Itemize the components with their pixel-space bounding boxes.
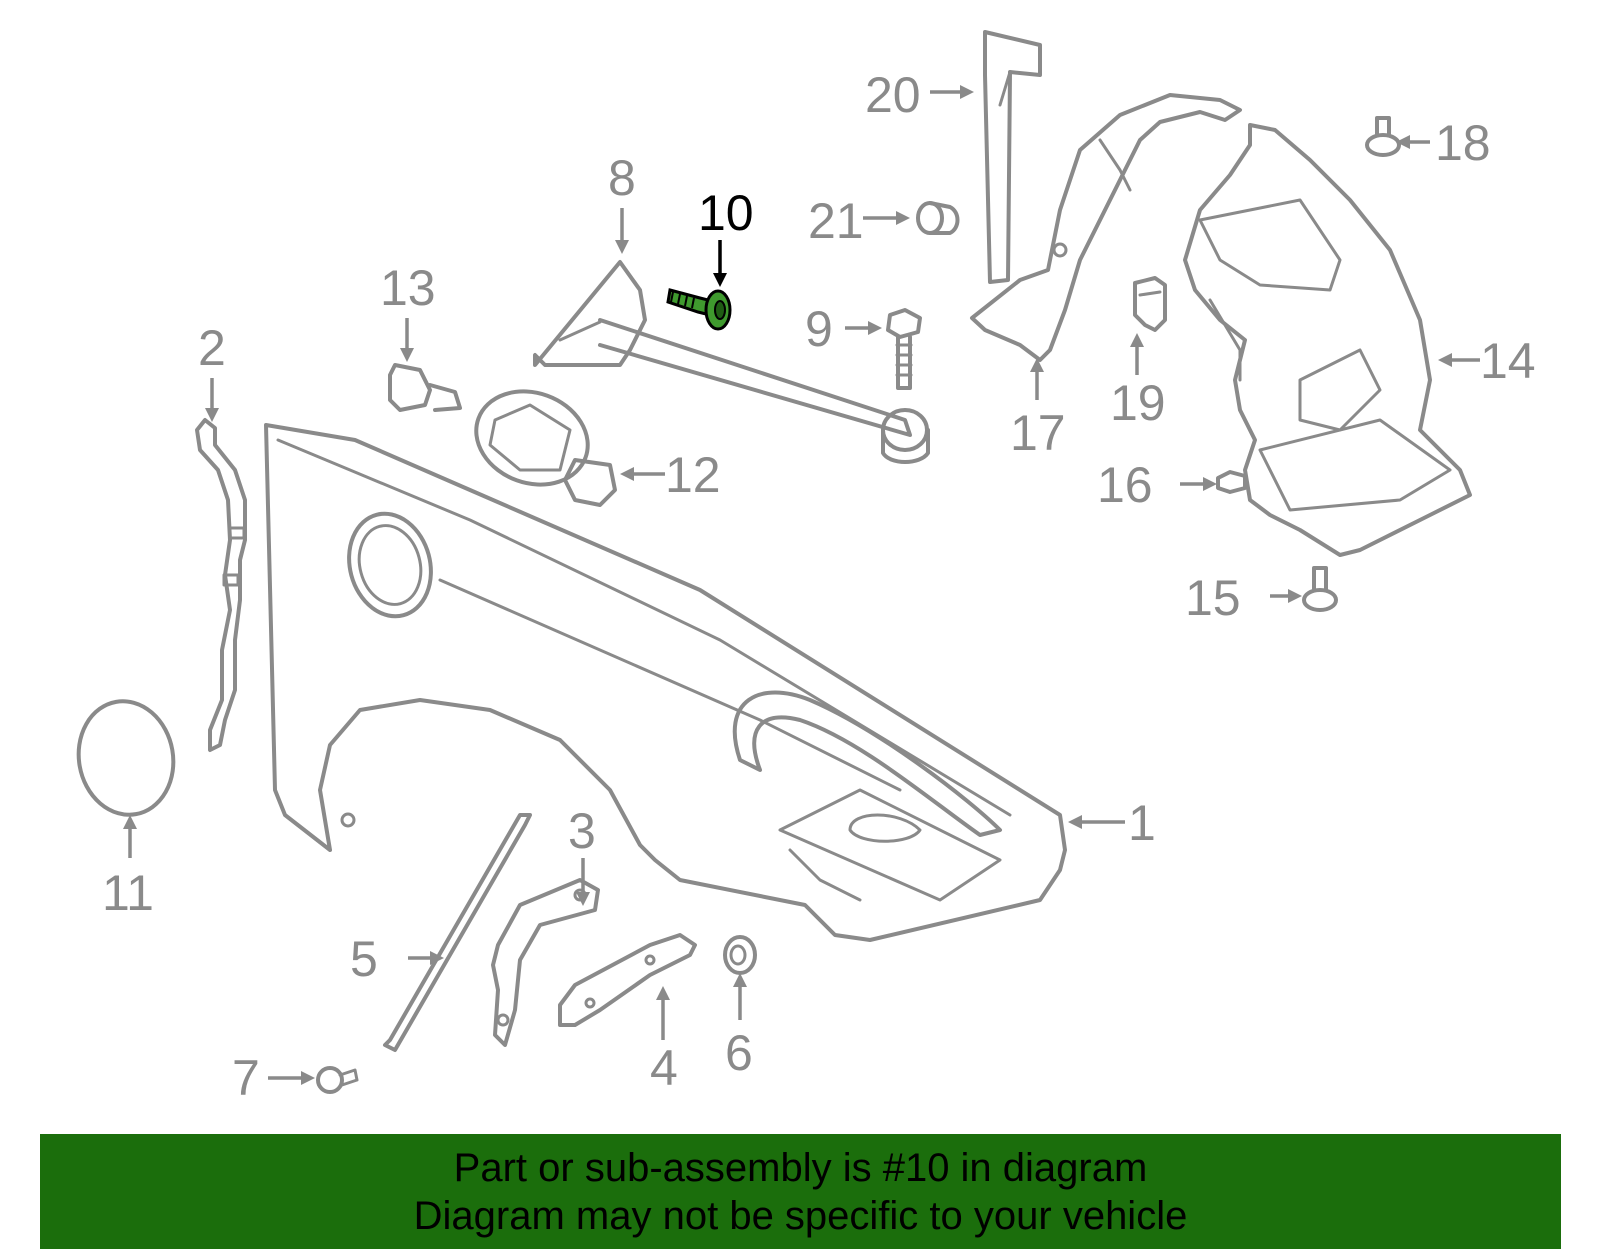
part-7-clip[interactable] [316,1066,359,1094]
part-21-grommet[interactable] [916,201,960,235]
callout-label-13: 13 [380,260,436,316]
callout-label-12: 12 [665,447,721,503]
callout-16: 16 [1097,457,1217,513]
callout-20: 20 [865,67,974,123]
callout-1: 1 [1068,795,1156,851]
callout-19: 19 [1110,333,1166,431]
callout-4: 4 [650,986,678,1096]
part-2-seal[interactable] [195,418,247,752]
callout-label-6: 6 [725,1025,753,1081]
callout-7: 7 [232,1050,315,1106]
part-20-seal[interactable] [983,30,1042,284]
banner-line-1: Part or sub-assembly is #10 in diagram [453,1145,1148,1190]
part-8-brace[interactable] [533,260,930,464]
callout-13: 13 [380,260,436,362]
callout-10: 10 [698,185,754,287]
callout-label-10: 10 [698,185,754,241]
callout-label-11: 11 [102,865,154,921]
callout-15: 15 [1185,570,1302,626]
callout-label-2: 2 [198,320,226,376]
banner-line-2: Diagram may not be specific to your vehi… [413,1193,1188,1238]
callout-12: 12 [620,447,721,503]
callout-label-7: 7 [232,1050,260,1106]
part-1-fender[interactable] [264,423,1067,942]
callout-label-17: 17 [1010,405,1066,461]
part-15-clip[interactable] [1302,566,1338,612]
part-6-grommet[interactable] [723,935,757,975]
callout-label-19: 19 [1110,375,1166,431]
part-12-fuel-door[interactable] [463,376,617,507]
callout-2: 2 [198,320,226,422]
part-19-retainer[interactable] [1133,276,1167,332]
part-5-rod[interactable] [383,813,532,1052]
callout-label-14: 14 [1480,333,1536,389]
callout-8: 8 [608,150,636,254]
part-14-liner[interactable] [1183,123,1472,557]
callout-label-3: 3 [568,803,596,859]
callout-label-4: 4 [650,1040,678,1096]
part-11-cap[interactable] [70,694,182,823]
exploded-parts-diagram: 1 2 3 4 5 6 7 [70,30,1536,1106]
callout-5: 5 [350,931,444,987]
part-13-actuator[interactable] [388,363,462,412]
callout-11: 11 [102,815,154,921]
callout-3: 3 [568,803,596,906]
callout-label-1: 1 [1128,795,1156,851]
callout-6: 6 [725,973,753,1081]
callout-label-21: 21 [808,193,864,249]
callout-label-9: 9 [805,301,833,357]
callout-17: 17 [1010,358,1066,461]
part-17-inner-liner[interactable] [970,93,1242,362]
callout-9: 9 [805,301,882,357]
callout-label-18: 18 [1435,115,1491,171]
part-16-pad[interactable] [1216,470,1247,494]
callout-18: 18 [1396,115,1491,171]
part-18-screw[interactable] [1365,116,1401,157]
callout-label-16: 16 [1097,457,1153,513]
part-10-bolt-highlighted[interactable] [666,288,732,331]
callout-label-15: 15 [1185,570,1241,626]
part-9-bolt[interactable] [886,308,922,390]
callout-label-8: 8 [608,150,636,206]
info-banner: Part or sub-assembly is #10 in diagram D… [40,1134,1561,1249]
callout-21: 21 [808,193,910,249]
callout-14: 14 [1438,333,1536,389]
part-4-plate[interactable] [558,933,697,1027]
callout-label-5: 5 [350,931,378,987]
callout-label-20: 20 [865,67,921,123]
